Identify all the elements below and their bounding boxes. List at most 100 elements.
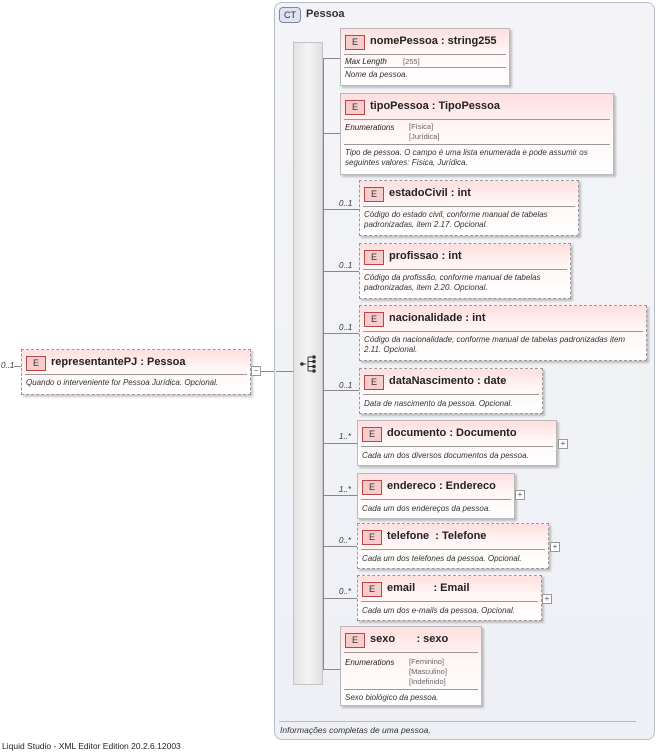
- divider: [363, 269, 567, 270]
- facet-value: [Feminino]: [409, 657, 445, 666]
- child-connector: [323, 669, 340, 670]
- divider: [344, 67, 506, 68]
- element-description: Tipo de pessoa. O campo é uma lista enum…: [345, 148, 588, 167]
- element-tipoPessoa[interactable]: E tipoPessoa : TipoPessoa Enumerations […: [340, 93, 614, 175]
- child-connector: [323, 58, 340, 59]
- element-nomePessoa[interactable]: E nomePessoa : string255 Max Length [255…: [340, 28, 510, 86]
- element-name: tipoPessoa : TipoPessoa: [370, 100, 501, 112]
- complex-type-title: Pessoa: [306, 8, 345, 20]
- element-description: Código da profissão, conforme manual de …: [364, 273, 541, 292]
- element-telefone[interactable]: E telefone : Telefone Cada um dos telefo…: [357, 523, 549, 569]
- element-email[interactable]: E email : Email Cada um dos e-mails da p…: [357, 575, 542, 621]
- cardinality: 0..1: [339, 323, 353, 332]
- facet-key: Enumerations: [345, 658, 395, 667]
- facet-value: [Jurídica]: [409, 132, 440, 141]
- complex-type-description: Informações completas de uma pessoa.: [280, 725, 431, 735]
- divider: [279, 721, 636, 722]
- element-documento[interactable]: E documento : Documento Cada um dos dive…: [357, 420, 557, 466]
- cardinality: 0..1: [339, 381, 353, 390]
- divider: [344, 119, 610, 120]
- cardinality: 0..1: [339, 199, 353, 208]
- element-name: documento : Documento: [387, 427, 517, 439]
- facet-value: [Masculino]: [409, 667, 447, 676]
- element-sexo[interactable]: E sexo : sexo Enumerations [Feminino] [M…: [340, 626, 482, 706]
- element-dataNascimento[interactable]: E dataNascimento : date Data de nascimen…: [359, 368, 543, 414]
- expand-toggle[interactable]: +: [542, 594, 552, 604]
- divider: [344, 144, 610, 145]
- facet-key: Enumerations: [345, 123, 395, 132]
- element-description: Data de nascimento da pessoa. Opcional.: [364, 399, 513, 408]
- divider: [361, 499, 511, 500]
- root-cardinality: 0..1: [1, 361, 15, 370]
- footer-version: Liquid Studio - XML Editor Edition 20.2.…: [2, 741, 181, 751]
- divider: [344, 689, 478, 690]
- child-connector: [323, 443, 358, 444]
- element-description: Código da nacionalidade, conforme manual…: [364, 335, 626, 354]
- element-description: Cada um dos telefones da pessoa. Opciona…: [362, 554, 522, 563]
- expand-toggle[interactable]: +: [515, 490, 525, 500]
- element-badge: E: [345, 100, 365, 115]
- cardinality: 1..*: [339, 485, 352, 494]
- element-description: Cada um dos endereços da pessoa.: [362, 504, 491, 513]
- child-connector: [323, 271, 360, 272]
- cardinality: 1..*: [339, 432, 352, 441]
- element-profissao[interactable]: E profissao : int Código da profissão, c…: [359, 243, 571, 299]
- child-connector: [323, 390, 360, 391]
- element-name: representantePJ : Pessoa: [51, 356, 186, 368]
- element-badge: E: [364, 312, 384, 327]
- child-connector: [323, 133, 340, 134]
- element-name: nacionalidade : int: [389, 312, 486, 324]
- element-badge: E: [364, 250, 384, 265]
- expand-toggle[interactable]: +: [550, 542, 560, 552]
- collapse-toggle[interactable]: −: [251, 366, 261, 376]
- divider: [363, 206, 575, 207]
- element-badge: E: [362, 427, 382, 442]
- element-name: estadoCivil : int: [389, 187, 471, 199]
- divider: [344, 54, 506, 55]
- facet-key: Max Length: [345, 57, 387, 66]
- cardinality: 0..*: [339, 536, 352, 545]
- element-description: Cada um dos e-mails da pessoa. Opcional.: [362, 606, 515, 615]
- sequence-left-connector: [276, 371, 293, 372]
- element-description: Quando o interveniente for Pessoa Jurídi…: [26, 378, 219, 387]
- element-name: telefone : Telefone: [387, 530, 487, 542]
- children-spine: [323, 58, 324, 670]
- element-badge: E: [362, 582, 382, 597]
- child-connector: [323, 546, 358, 547]
- element-description: Sexo biológico da pessoa.: [345, 693, 439, 702]
- element-estadoCivil[interactable]: E estadoCivil : int Código do estado civ…: [359, 180, 579, 236]
- child-connector: [323, 598, 358, 599]
- element-name: email : Email: [387, 582, 470, 594]
- divider: [363, 394, 539, 395]
- element-badge: E: [364, 375, 384, 390]
- element-description: Nome da pessoa.: [345, 70, 408, 79]
- sequence-icon: [300, 355, 316, 373]
- divider: [25, 374, 247, 375]
- cardinality: 0..1: [339, 261, 353, 270]
- element-endereco[interactable]: E endereco : Endereco Cada um dos endere…: [357, 473, 515, 519]
- divider: [361, 549, 545, 550]
- child-connector: [323, 209, 360, 210]
- complex-type-badge: CT: [279, 7, 301, 23]
- facet-value: [Indefinido]: [409, 677, 446, 686]
- cardinality: 0..*: [339, 587, 352, 596]
- element-name: nomePessoa : string255: [370, 35, 497, 47]
- element-badge: E: [362, 530, 382, 545]
- element-name: dataNascimento : date: [389, 375, 507, 387]
- divider: [344, 652, 478, 653]
- element-description: Código do estado civil, conforme manual …: [364, 210, 548, 229]
- element-badge: E: [364, 187, 384, 202]
- element-description: Cada um dos diversos documentos da pesso…: [362, 451, 529, 460]
- facet-value: [255]: [403, 57, 420, 66]
- divider: [361, 446, 553, 447]
- child-connector: [323, 333, 360, 334]
- element-representantePJ[interactable]: E representantePJ : Pessoa Quando o inte…: [21, 349, 251, 395]
- element-name: sexo : sexo: [370, 633, 449, 645]
- facet-value: [Física]: [409, 122, 434, 131]
- expand-toggle[interactable]: +: [558, 439, 568, 449]
- element-nacionalidade[interactable]: E nacionalidade : int Código da nacional…: [359, 305, 647, 361]
- element-badge: E: [345, 35, 365, 50]
- divider: [361, 601, 538, 602]
- element-name: profissao : int: [389, 250, 462, 262]
- element-badge: E: [362, 480, 382, 495]
